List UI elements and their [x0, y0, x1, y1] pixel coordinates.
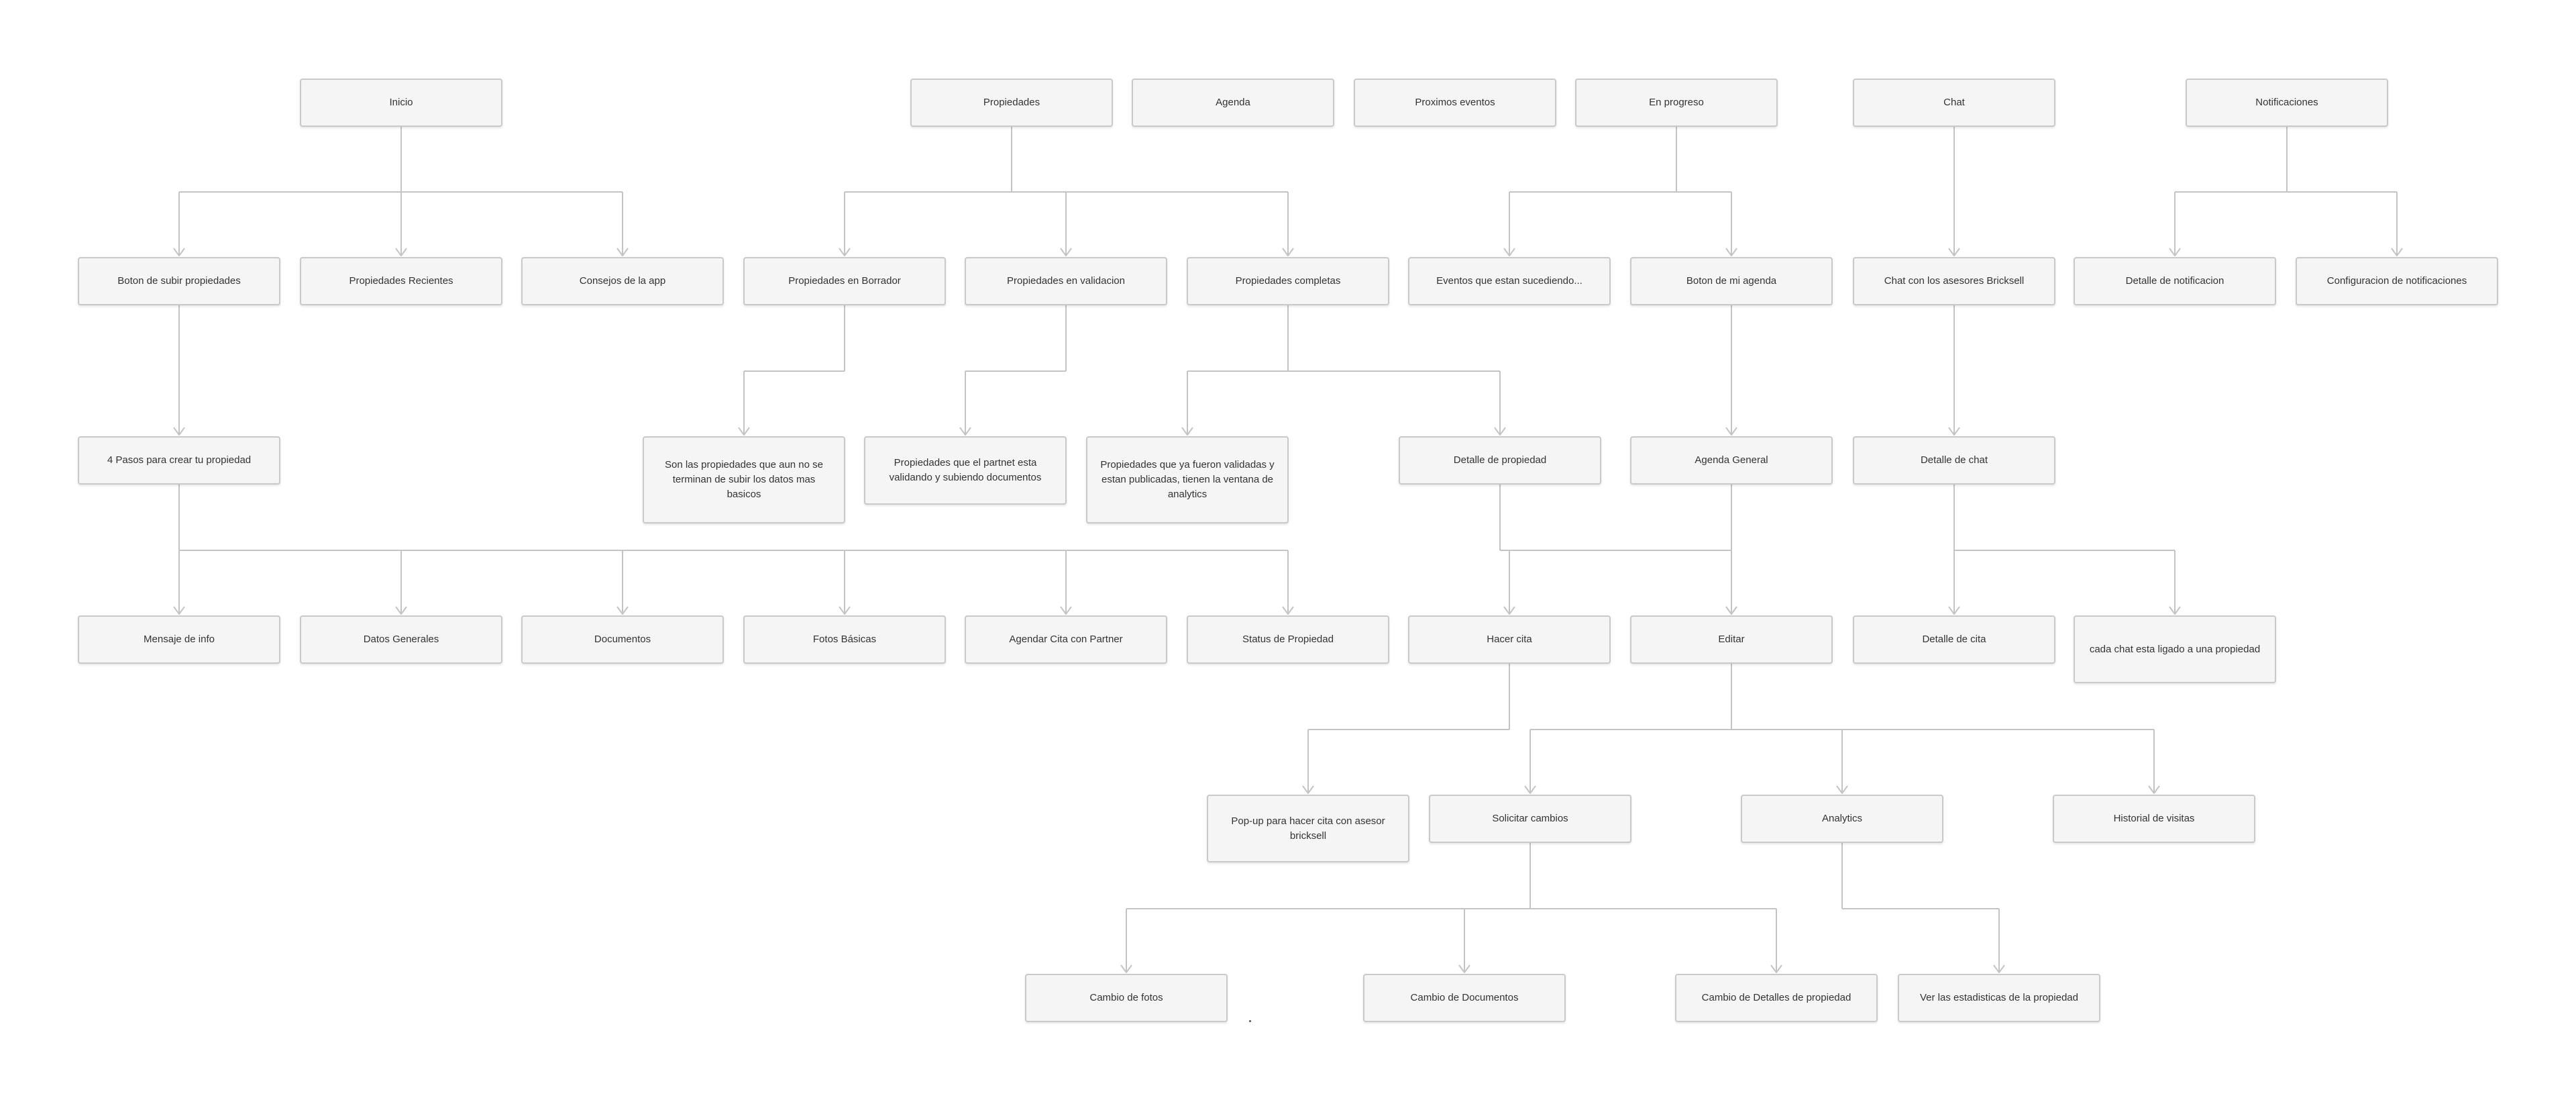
arrowhead-icon [1120, 964, 1132, 973]
node-agendar-cita-partner[interactable]: Agendar Cita con Partner [965, 615, 1167, 664]
node-cambio-detalles-propiedad[interactable]: Cambio de Detalles de propiedad [1675, 974, 1878, 1022]
arrowhead-icon [1725, 427, 1737, 436]
arrowhead-icon [959, 427, 971, 436]
node-documentos[interactable]: Documentos [521, 615, 724, 664]
arrowhead-icon [1503, 248, 1515, 256]
arrowhead-icon [1060, 248, 1072, 256]
node-boton-mi-agenda[interactable]: Boton de mi agenda [1630, 257, 1833, 305]
arrowhead-icon [1494, 427, 1506, 436]
arrowhead-icon [1282, 606, 1294, 615]
node-mensaje-info[interactable]: Mensaje de info [78, 615, 280, 664]
arrowhead-icon [395, 248, 407, 256]
node-status-propiedad[interactable]: Status de Propiedad [1187, 615, 1389, 664]
node-chat-asesores[interactable]: Chat con los asesores Bricksell [1853, 257, 2055, 305]
node-cambio-documentos[interactable]: Cambio de Documentos [1363, 974, 1566, 1022]
arrowhead-icon [173, 248, 185, 256]
arrowhead-icon [1948, 606, 1960, 615]
node-chat[interactable]: Chat [1853, 79, 2055, 127]
node-notificaciones[interactable]: Notificaciones [2186, 79, 2388, 127]
node-boton-subir-propiedades[interactable]: Boton de subir propiedades [78, 257, 280, 305]
arrowhead-icon [616, 248, 629, 256]
arrowhead-icon [1302, 785, 1314, 794]
arrowhead-icon [1503, 606, 1515, 615]
node-consejos-app[interactable]: Consejos de la app [521, 257, 724, 305]
node-detalle-cita[interactable]: Detalle de cita [1853, 615, 2055, 664]
arrowhead-icon [1060, 606, 1072, 615]
node-cuatro-pasos[interactable]: 4 Pasos para crear tu propiedad [78, 436, 280, 485]
node-hacer-cita[interactable]: Hacer cita [1408, 615, 1611, 664]
arrowhead-icon [1458, 964, 1470, 973]
arrowhead-icon [1725, 248, 1737, 256]
node-popup-hacer-cita[interactable]: Pop-up para hacer cita con asesor bricks… [1207, 795, 1409, 862]
node-configuracion-notificaciones[interactable]: Configuracion de notificaciones [2296, 257, 2498, 305]
arrowhead-icon [1836, 785, 1848, 794]
arrowhead-icon [173, 606, 185, 615]
node-agenda[interactable]: Agenda [1132, 79, 1334, 127]
node-cambio-fotos[interactable]: Cambio de fotos [1025, 974, 1228, 1022]
arrowhead-icon [839, 248, 851, 256]
node-propiedades-recientes[interactable]: Propiedades Recientes [300, 257, 502, 305]
node-inicio[interactable]: Inicio [300, 79, 502, 127]
node-detalle-chat[interactable]: Detalle de chat [1853, 436, 2055, 485]
arrowhead-icon [1725, 606, 1737, 615]
note-propiedades-completas: Propiedades que ya fueron validadas y es… [1086, 436, 1289, 523]
arrowhead-icon [173, 427, 185, 436]
note-propiedades-borrador: Son las propiedades que aun no se termin… [643, 436, 845, 523]
node-en-progreso[interactable]: En progreso [1575, 79, 1778, 127]
node-propiedades-borrador[interactable]: Propiedades en Borrador [743, 257, 946, 305]
arrowhead-icon [839, 606, 851, 615]
node-fotos-basicas[interactable]: Fotos Básicas [743, 615, 946, 664]
node-datos-generales[interactable]: Datos Generales [300, 615, 502, 664]
arrowhead-icon [1948, 427, 1960, 436]
arrowhead-icon [1181, 427, 1193, 436]
stray-dot [1249, 1020, 1251, 1022]
node-proximos-eventos[interactable]: Proximos eventos [1354, 79, 1556, 127]
node-agenda-general[interactable]: Agenda General [1630, 436, 1833, 485]
node-historial-visitas[interactable]: Historial de visitas [2053, 795, 2255, 843]
arrowhead-icon [1770, 964, 1782, 973]
node-propiedades[interactable]: Propiedades [910, 79, 1113, 127]
node-detalle-propiedad[interactable]: Detalle de propiedad [1399, 436, 1601, 485]
note-chat-ligado-propiedad: cada chat esta ligado a una propiedad [2074, 615, 2276, 683]
arrowhead-icon [1282, 248, 1294, 256]
arrowhead-icon [1948, 248, 1960, 256]
node-solicitar-cambios[interactable]: Solicitar cambios [1429, 795, 1631, 843]
arrowhead-icon [2391, 248, 2403, 256]
arrowhead-icon [1993, 964, 2005, 973]
note-propiedades-validacion: Propiedades que el partnet esta validand… [864, 436, 1067, 505]
node-detalle-notificacion[interactable]: Detalle de notificacion [2074, 257, 2276, 305]
node-analytics[interactable]: Analytics [1741, 795, 1943, 843]
node-editar[interactable]: Editar [1630, 615, 1833, 664]
arrowhead-icon [2148, 785, 2160, 794]
node-ver-estadisticas[interactable]: Ver las estadisticas de la propiedad [1898, 974, 2100, 1022]
node-propiedades-completas[interactable]: Propiedades completas [1187, 257, 1389, 305]
node-eventos-sucediendo[interactable]: Eventos que estan sucediendo... [1408, 257, 1611, 305]
arrowhead-icon [2169, 248, 2181, 256]
arrowhead-icon [1524, 785, 1536, 794]
arrowhead-icon [738, 427, 750, 436]
arrowhead-icon [395, 606, 407, 615]
arrowhead-icon [616, 606, 629, 615]
arrowhead-icon [2169, 606, 2181, 615]
node-propiedades-validacion[interactable]: Propiedades en validacion [965, 257, 1167, 305]
